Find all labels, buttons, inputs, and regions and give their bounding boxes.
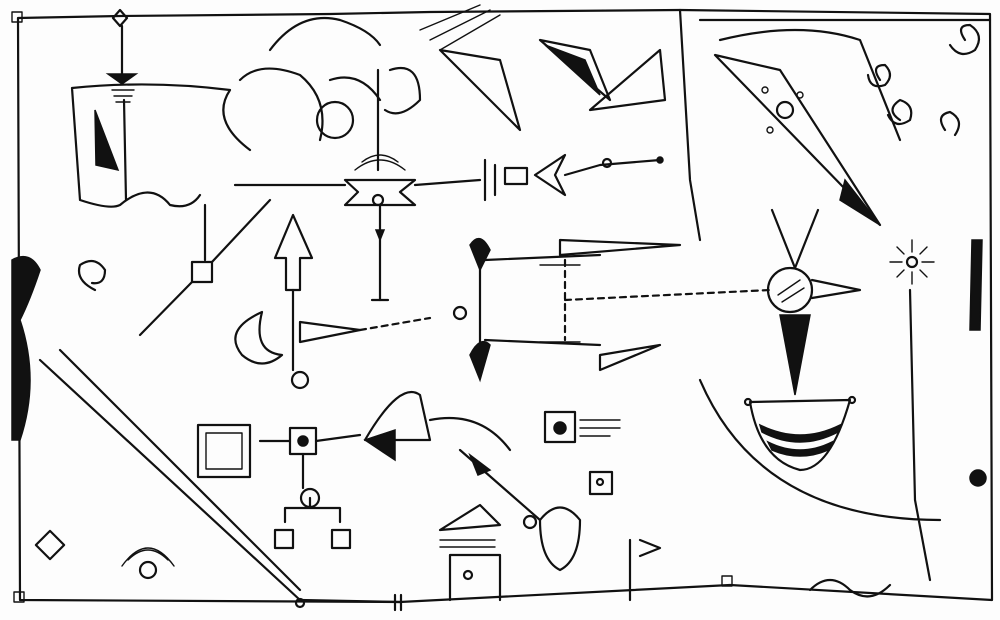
scroll-ornaments <box>238 16 422 172</box>
corner-square-br <box>721 575 733 587</box>
bottom-node <box>294 597 306 609</box>
long-curve <box>698 288 942 582</box>
framed-square <box>196 423 252 479</box>
small-square-node <box>190 260 214 284</box>
tree-leaf-right <box>330 528 352 550</box>
starburst-icon <box>889 239 935 285</box>
circle-medallion <box>766 266 814 314</box>
bottom-blocks <box>438 470 662 602</box>
striped-bowl <box>743 395 857 472</box>
ornate-triangle <box>713 53 882 227</box>
crescent-moon <box>234 310 284 365</box>
flag-sail <box>94 109 120 172</box>
tree-leaf-left <box>273 528 295 550</box>
bowtie-emitter <box>233 154 482 302</box>
triangle-cluster <box>438 8 702 242</box>
outer-frame <box>11 8 994 604</box>
spiral-cluster <box>866 23 981 137</box>
circuit-arrow <box>483 153 664 202</box>
diamond-square <box>34 529 66 561</box>
corner-square-bl <box>13 591 25 603</box>
down-cone <box>779 314 811 396</box>
right-panel <box>698 18 992 142</box>
horizontal-cone <box>298 320 362 344</box>
target-rings <box>121 547 175 580</box>
corner-square-tl <box>11 11 23 23</box>
up-arrow <box>273 213 314 292</box>
right-eye-dot <box>969 469 987 487</box>
node-circle <box>290 370 310 390</box>
swirl-left <box>77 259 107 292</box>
diamond-pole <box>105 8 139 202</box>
eye-box <box>543 410 577 444</box>
dart-triangle <box>363 390 432 442</box>
flag-shape <box>70 83 252 208</box>
left-wave <box>11 255 41 441</box>
gear-icon <box>297 435 309 447</box>
diagonal-rod <box>38 348 302 602</box>
heart-shape <box>538 506 582 572</box>
eye-icon <box>553 421 567 435</box>
bottom-wave <box>808 578 892 598</box>
